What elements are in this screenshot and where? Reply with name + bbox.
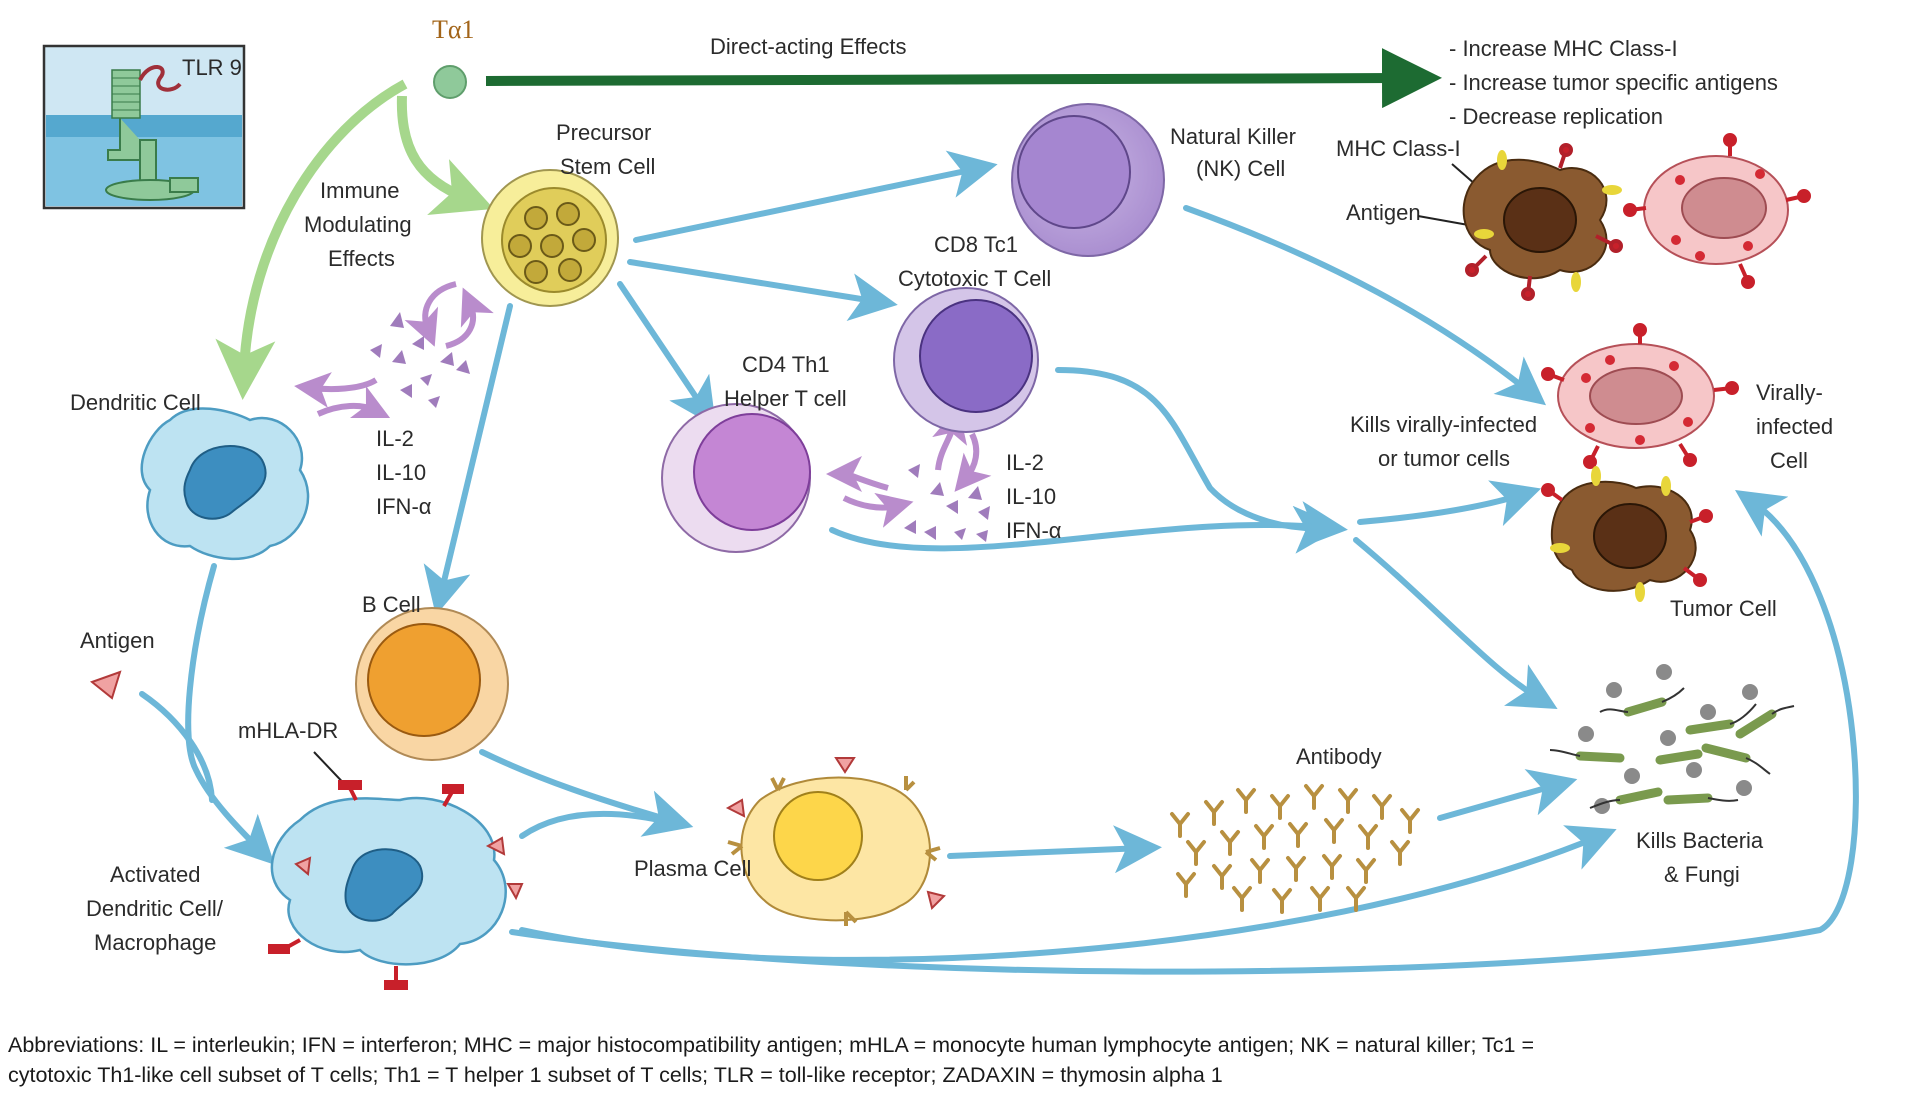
antigen-top-label: Antigen — [1346, 200, 1421, 225]
precursor-label-2: Stem Cell — [560, 154, 655, 179]
arrow-to-bacteria — [1353, 537, 1558, 710]
tlr9-receptor-icon — [105, 65, 199, 201]
plasma-cell-label: Plasma Cell — [634, 856, 751, 881]
activated-label-1: Activated — [110, 862, 201, 887]
blue-arrows — [139, 150, 1859, 975]
effect-2: - Increase tumor specific antigens — [1449, 70, 1778, 95]
immune-label-3: Effects — [328, 246, 395, 271]
dendritic-cell — [140, 407, 310, 560]
footer-line-1: Abbreviations: IL = interleukin; IFN = i… — [8, 1033, 1535, 1057]
precursor-stem-cell — [481, 169, 619, 307]
cd8-cytotoxic-t-cell — [893, 287, 1039, 433]
effect-1: - Increase MHC Class-I — [1449, 36, 1678, 61]
cytokine-triangles-right — [904, 464, 990, 542]
kills-bacteria-label-1: Kills Bacteria — [1636, 828, 1764, 853]
arrow-dendritic-to-activated — [185, 563, 275, 865]
arrow-stem-to-nk — [633, 150, 998, 243]
arrow-activated-to-bacteria — [519, 825, 1617, 963]
effect-3: - Decrease replication — [1449, 104, 1663, 129]
cytokine-left-1: IL-2 — [376, 426, 414, 451]
virally-label-1: Virally- — [1756, 380, 1823, 405]
arrow-stem-to-cd8 — [627, 259, 898, 321]
arrow-antibody-to-bacteria — [1437, 769, 1578, 821]
direct-effects-label: Direct-acting Effects — [710, 34, 906, 59]
cd4-label-2: Helper T cell — [724, 386, 847, 411]
purple-arrows-right — [826, 406, 992, 528]
virally-infected-cell — [1541, 323, 1739, 469]
infected-cell-top — [1623, 133, 1811, 289]
kills-viral-label-2: or tumor cells — [1378, 446, 1510, 471]
activated-dendritic-cell — [268, 780, 524, 990]
cd8-label-1: CD8 Tc1 — [934, 232, 1018, 257]
kills-viral-label-1: Kills virally-infected — [1350, 412, 1537, 437]
cytokine-left-2: IL-10 — [376, 460, 426, 485]
purple-arrows-left — [294, 281, 494, 419]
cytokine-right-1: IL-2 — [1006, 450, 1044, 475]
ta1-to-stem-arrow — [396, 95, 494, 215]
arrow-stem-to-cd4 — [617, 281, 717, 427]
arrow-activated-to-plasma — [519, 810, 663, 839]
mhla-label: mHLA-DR — [238, 718, 338, 743]
bacteria-fungi-cluster — [1549, 664, 1795, 814]
mhc-class-label: MHC Class-I — [1336, 136, 1461, 161]
virally-label-2: infected — [1756, 414, 1833, 439]
ta1-to-dendritic-arrow — [215, 79, 408, 400]
virally-label-3: Cell — [1770, 448, 1808, 473]
nk-cell — [1011, 103, 1165, 257]
antibody-cluster — [1170, 784, 1420, 914]
plasma-cell — [725, 757, 946, 926]
antigen-icon — [89, 670, 122, 700]
dendritic-label: Dendritic Cell — [70, 390, 201, 415]
precursor-label-1: Precursor — [556, 120, 651, 145]
cytokine-right-3: IFN-α — [1006, 518, 1062, 543]
tumor-cell-top — [1462, 143, 1623, 301]
arrow-cd8-to-target — [1055, 367, 1342, 554]
arrow-activated-to-infected — [509, 489, 1859, 975]
ta1-molecule — [433, 65, 467, 99]
antigen-left-label: Antigen — [80, 628, 155, 653]
tlr9-inset: TLR 9 — [42, 44, 246, 210]
direct-effects-arrow — [485, 48, 1442, 109]
cd4-label-1: CD4 Th1 — [742, 352, 830, 377]
b-cell — [355, 607, 509, 761]
ta1-label: Tα1 — [432, 15, 475, 44]
immune-label-1: Immune — [320, 178, 399, 203]
tumor-cell-label: Tumor Cell — [1670, 596, 1777, 621]
activated-label-3: Macrophage — [94, 930, 216, 955]
arrow-plasma-to-antibody — [947, 825, 1162, 874]
b-cell-label: B Cell — [362, 592, 421, 617]
immune-label-2: Modulating — [304, 212, 412, 237]
arrow-bcell-to-plasma — [479, 749, 694, 837]
cd8-label-2: Cytotoxic T Cell — [898, 266, 1051, 291]
tlr9-label: TLR 9 — [182, 55, 242, 80]
antibody-label: Antibody — [1296, 744, 1382, 769]
arrow-stem-to-bcell — [423, 303, 513, 616]
arrow-cd4-to-target — [829, 501, 1348, 552]
arrow-antigen-join — [139, 691, 215, 803]
cytokine-right-2: IL-10 — [1006, 484, 1056, 509]
cd4-helper-t-cell — [661, 403, 811, 553]
nk-label-2: (NK) Cell — [1196, 156, 1285, 181]
cytokine-left-3: IFN-α — [376, 494, 432, 519]
tumor-cell — [1541, 466, 1713, 602]
footer-line-2: cytotoxic Th1-like cell subset of T cell… — [8, 1063, 1223, 1087]
cytokine-triangles-left — [370, 312, 470, 408]
nk-label-1: Natural Killer — [1170, 124, 1296, 149]
activated-label-2: Dendritic Cell/ — [86, 896, 224, 921]
arrow-nk-to-virus — [1183, 205, 1547, 406]
diagram-canvas: TLR 9 Tα1 Direct-acting Effects - Increa… — [42, 15, 1859, 990]
kills-bacteria-label-2: & Fungi — [1664, 862, 1740, 887]
arrow-to-infected — [1357, 480, 1542, 527]
abbreviations-footer: Abbreviations: IL = interleukin; IFN = i… — [8, 1030, 1903, 1090]
